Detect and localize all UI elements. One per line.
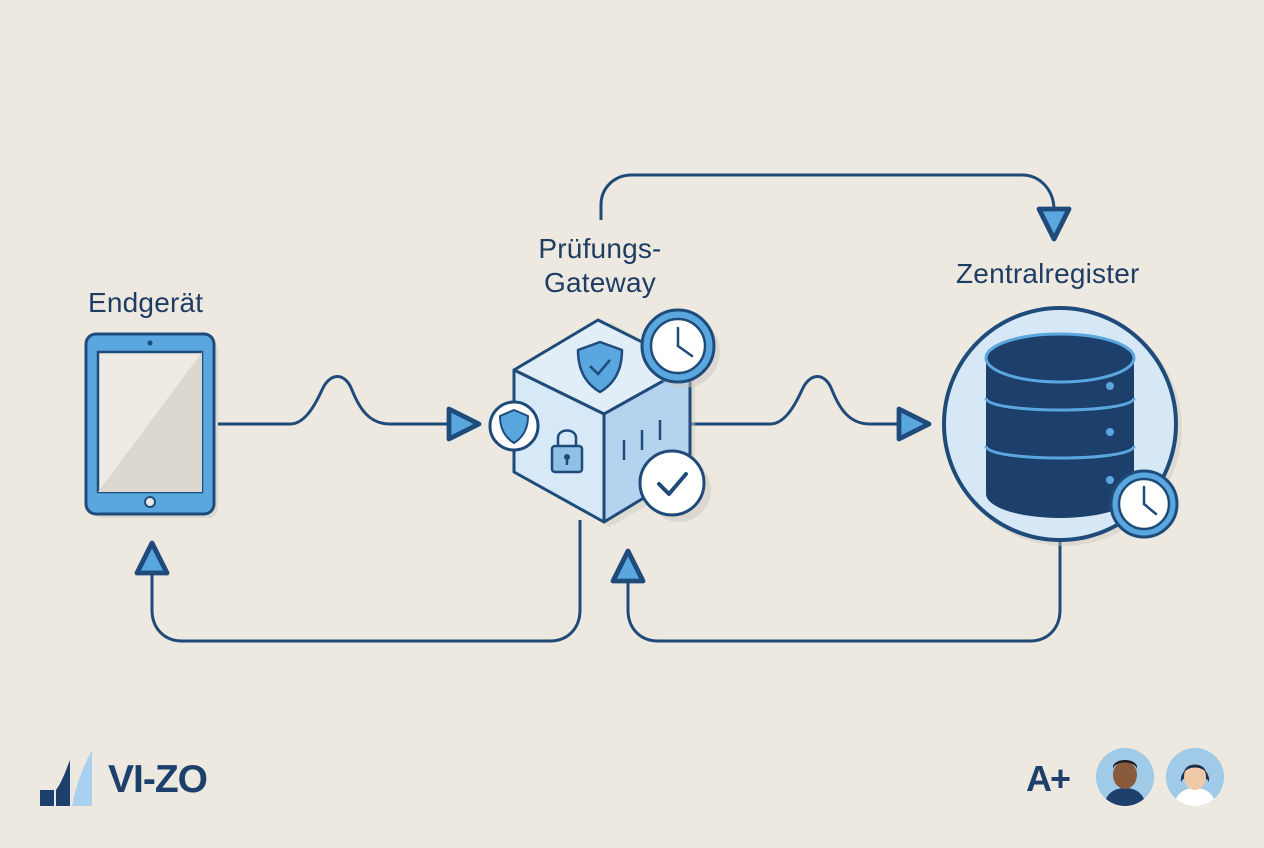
connector-registry-to-gateway	[610, 540, 1062, 643]
connector-gateway-to-device	[134, 520, 582, 643]
connector-gateway-top-to-registry	[599, 173, 1072, 242]
database-icon	[942, 306, 1182, 546]
lock-icon	[550, 429, 584, 474]
gateway-label: Prüfungs- Gateway	[520, 232, 680, 300]
device-label: Endgerät	[88, 287, 204, 318]
gateway-label-line1: Prüfungs-	[538, 233, 662, 264]
shield-badge-icon	[488, 400, 540, 452]
check-icon	[638, 449, 711, 522]
brand-name: VI-ZO	[108, 758, 208, 801]
connector-device-to-gateway	[218, 375, 482, 442]
avatar	[1166, 748, 1224, 806]
connector-gateway-to-registry	[690, 375, 932, 442]
clock-icon	[1109, 469, 1179, 539]
brand-logo-icon	[40, 750, 92, 806]
tablet-icon	[84, 332, 218, 518]
rating-badge: A+	[1026, 758, 1071, 799]
gateway-label-line2: Gateway	[544, 267, 656, 298]
registry-label: Zentralregister	[956, 258, 1140, 289]
clock-icon	[640, 308, 720, 388]
shield-icon	[576, 340, 624, 394]
avatar	[1096, 748, 1154, 806]
